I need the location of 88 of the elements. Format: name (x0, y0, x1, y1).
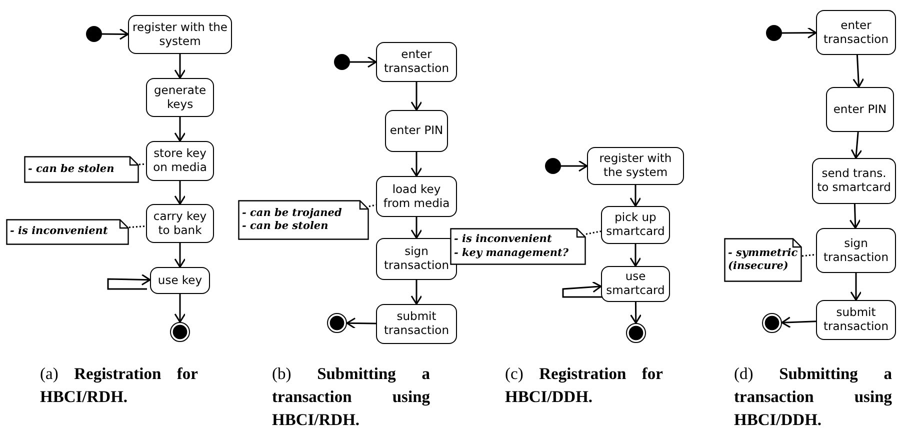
action-box (376, 42, 457, 82)
note-text: - symmetric (insecure) (728, 246, 798, 274)
figure-caption: (a) Registration for HBCI/RDH. (40, 363, 198, 408)
note-text: - can be stolen (28, 162, 116, 176)
note-text: - can be stolen (242, 220, 330, 234)
action-box (816, 10, 896, 55)
arrow (102, 28, 129, 40)
arrow (174, 54, 186, 79)
arrow (350, 56, 377, 68)
action-box (150, 267, 210, 294)
action-box (146, 204, 214, 243)
leader-line (138, 163, 146, 166)
arrow (850, 132, 862, 159)
initial-node (334, 54, 350, 70)
action-box (146, 141, 214, 181)
action-label: register with the system (132, 20, 228, 48)
note-box (238, 200, 369, 240)
figure-caption: (c) Registration for HBCI/DDH. (505, 363, 663, 408)
action-label: enter PIN (832, 102, 888, 116)
action-box (601, 206, 670, 244)
arrow (174, 181, 186, 205)
arrow (561, 160, 588, 172)
action-box (146, 78, 214, 117)
note-box (24, 156, 139, 183)
action-label: use key (156, 274, 204, 288)
action-label: store key on media (152, 147, 208, 175)
arrow (410, 217, 422, 239)
action-box (587, 147, 684, 185)
initial-node (86, 26, 102, 42)
arrow (852, 54, 864, 88)
final-node (626, 323, 646, 343)
initial-node (545, 158, 561, 174)
arrow (849, 204, 861, 229)
action-label: load key from media (382, 182, 451, 210)
arrow (410, 152, 422, 177)
action-label: generate keys (152, 84, 208, 112)
action-box (385, 110, 448, 152)
arrow (630, 185, 642, 207)
note-text: - is inconvenient (454, 233, 553, 246)
arrow (346, 317, 376, 329)
final-node (327, 313, 347, 333)
arrow (174, 294, 186, 323)
final-node (170, 322, 190, 342)
action-label: submit transaction (383, 310, 450, 338)
note-box (450, 228, 586, 265)
figure-caption: (b) Submitting a transaction using HBCI/RDH. (272, 363, 430, 431)
arrow (107, 274, 151, 290)
note-text: - is inconvenient (10, 225, 109, 239)
arrow (174, 117, 186, 142)
action-label: carry key to bank (152, 210, 208, 238)
action-box (816, 300, 896, 340)
action-box (376, 176, 457, 217)
leader-line (802, 254, 816, 257)
arrow (850, 273, 862, 301)
arrow (782, 27, 817, 39)
arrow (630, 302, 642, 324)
final-node (762, 313, 782, 333)
note-box (6, 219, 129, 245)
action-label: sign transaction (822, 236, 890, 264)
arrow (174, 243, 186, 268)
action-box (816, 228, 896, 273)
action-box (812, 158, 896, 204)
arrow (410, 82, 422, 111)
leader-line (586, 230, 602, 235)
action-label: register with the system (598, 152, 673, 180)
arrow (781, 316, 816, 328)
action-label: enter transaction (383, 48, 450, 76)
arrow (630, 244, 642, 267)
leader-line (128, 225, 146, 228)
note-text: - can be trojaned (242, 206, 343, 220)
action-label: use smartcard (605, 270, 666, 298)
action-label: sign transaction (383, 245, 450, 273)
action-label: pick up smartcard (605, 211, 666, 239)
figure-caption: (d) Submitting a transaction using HBCI/DDH. (734, 363, 892, 431)
leader-line (368, 204, 376, 208)
note-text: - key management? (454, 246, 570, 260)
action-box (376, 304, 457, 344)
action-box (376, 238, 457, 280)
action-box (128, 15, 232, 54)
action-label: submit transaction (822, 306, 890, 334)
action-box (826, 87, 894, 132)
action-label: send trans. to smartcard (816, 167, 892, 195)
action-label: enter transaction (822, 18, 890, 46)
arrow (562, 281, 602, 298)
note-box (724, 238, 802, 282)
initial-node (766, 25, 782, 41)
arrow (410, 280, 422, 305)
action-label: enter PIN (388, 124, 444, 138)
